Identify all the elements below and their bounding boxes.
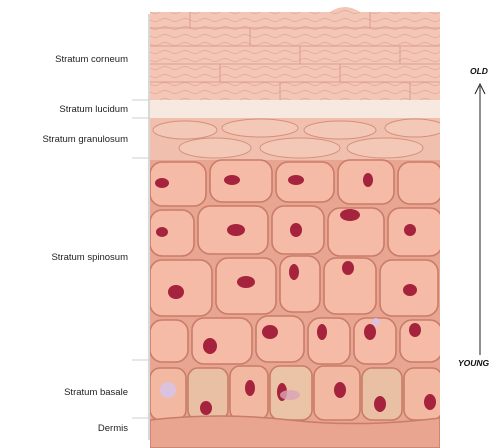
age-young-label: YOUNG bbox=[458, 358, 489, 368]
label-stratum-basale: Stratum basale bbox=[64, 387, 128, 398]
lucidum-layer bbox=[150, 100, 440, 118]
label-dermis: Dermis bbox=[98, 423, 128, 434]
label-bracket bbox=[132, 14, 150, 440]
age-old-label: OLD bbox=[470, 66, 488, 76]
label-stratum-lucidum: Stratum lucidum bbox=[59, 104, 128, 115]
age-arrow bbox=[475, 84, 485, 355]
label-stratum-corneum: Stratum corneum bbox=[55, 54, 128, 65]
label-stratum-granulosum: Stratum granulosum bbox=[42, 134, 128, 145]
label-stratum-spinosum: Stratum spinosum bbox=[51, 252, 128, 263]
